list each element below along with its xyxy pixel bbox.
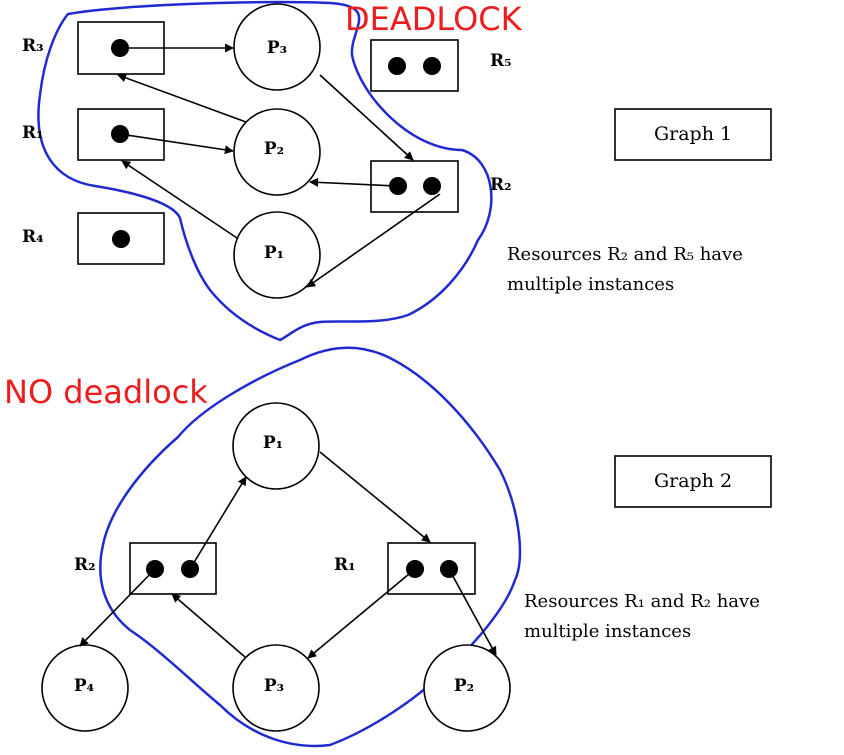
- graph2-process-p3-label: P₃: [264, 676, 284, 696]
- graph1-process-p3-node: [233, 3, 321, 91]
- graph2-edge-p3-to-r2: [171, 593, 246, 658]
- graph2-process-p3-node: [232, 644, 320, 732]
- graph1-resource-r4-label: R₄: [22, 227, 44, 247]
- graph1-edge-p1-to-r1: [121, 160, 238, 239]
- graph2-note-line1: Resources R₁ and R₂ have: [524, 591, 760, 612]
- graph1-resource-r5-box: [370, 39, 459, 92]
- graph1-title-box: [614, 108, 772, 161]
- graph1-edge-r2-to-p2: [309, 177, 398, 187]
- graph2-edge-r2-to-p1: [189, 476, 247, 570]
- graph1-edge-p2-to-r3: [117, 73, 247, 123]
- graph2-resource-r1-label: R₁: [334, 555, 356, 575]
- graph1-r2-instance-1: [389, 177, 407, 195]
- graph1-edge-p3-to-r2: [319, 74, 414, 161]
- graph2-edge-p1-to-r1: [319, 451, 431, 543]
- graph1-deadlock-banner: DEADLOCK: [345, 0, 523, 38]
- graph2-no-deadlock-banner: NO deadlock: [4, 373, 208, 411]
- graph1-edge-r1-to-p2: [119, 133, 234, 155]
- graph1-r5-instance-1: [388, 57, 406, 75]
- graph1-resource-r3-label: R₃: [22, 36, 44, 56]
- graph1-note-line2: multiple instances: [507, 274, 674, 295]
- graph2-edge-r1-to-p2: [448, 568, 497, 656]
- graph1-process-p1-label: P₁: [264, 243, 284, 263]
- graph1-resource-r5-label: R₅: [490, 51, 512, 71]
- graph2-process-p2-label: P₂: [454, 676, 474, 696]
- graph1-r2-instance-2: [423, 177, 441, 195]
- graph2-process-p1-node: [232, 402, 320, 490]
- graph1-note-line1: Resources R₂ and R₅ have: [507, 244, 743, 265]
- graph1-title: Graph 1: [654, 123, 732, 145]
- graph2-process-p4-label: P₄: [74, 676, 94, 696]
- graph1-process-p2-node: [233, 108, 321, 196]
- graph1-process-p2-label: P₂: [264, 139, 284, 159]
- graph1-resource-r2-box: [370, 160, 459, 213]
- graph1-resource-r2-label: R₂: [490, 175, 512, 195]
- graph2-resource-r1-box: [387, 542, 476, 595]
- graph2-resource-r2-label: R₂: [74, 555, 96, 575]
- graph2-title: Graph 2: [654, 470, 732, 492]
- graph1: P₃ P₂ P₁ R₃ R₁ R₄ R₅ R₂ DEADLOCK Graph 1…: [22, 0, 772, 342]
- graph2-edge-r2-to-p4: [79, 568, 156, 647]
- graph2-process-p1-label: P₁: [263, 433, 283, 453]
- graph2-process-p2-node: [423, 644, 511, 732]
- graph1-edge-r2-to-p1: [306, 193, 441, 288]
- graph2-resource-r2-box: [129, 542, 217, 595]
- graph1-r4-instance: [112, 230, 130, 248]
- graph1-process-p1-node: [233, 211, 321, 299]
- graph1-r5-instance-2: [423, 57, 441, 75]
- graph1-resource-r1-label: R₁: [22, 123, 44, 143]
- graph2-edge-r1-to-p3: [307, 568, 416, 659]
- graph2-note-line2: multiple instances: [524, 621, 691, 642]
- graph1-cycle-outline: [37, 0, 493, 342]
- graph1-process-p3-label: P₃: [267, 38, 287, 58]
- graph2: P₁ P₄ P₃ P₂ R₂ R₁ NO deadlock Graph 2 Re…: [4, 346, 772, 748]
- graph2-title-box: [614, 455, 772, 508]
